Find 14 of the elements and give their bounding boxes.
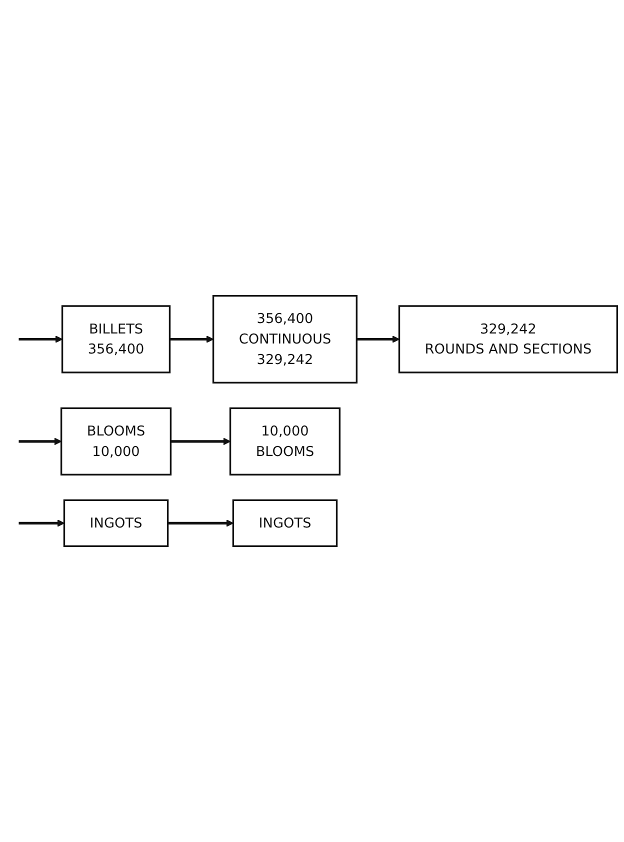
arrow: [170, 336, 214, 343]
arrow: [18, 336, 63, 343]
node-box: INGOTS: [63, 499, 169, 548]
arrow: [18, 438, 62, 446]
node-box: INGOTS: [232, 499, 338, 548]
node-box: 356,400 CONTINUOUS 329,242: [212, 294, 358, 384]
arrow: [168, 519, 234, 527]
arrow: [170, 438, 231, 446]
node-box: BLOOMS 10,000: [60, 407, 172, 476]
node-box: BILLETS 356,400: [61, 305, 171, 374]
arrow: [18, 519, 65, 527]
node-box: 10,000 BLOOMS: [229, 407, 341, 476]
node-box: 329,242 ROUNDS AND SECTIONS: [398, 305, 618, 374]
arrow: [356, 336, 400, 343]
